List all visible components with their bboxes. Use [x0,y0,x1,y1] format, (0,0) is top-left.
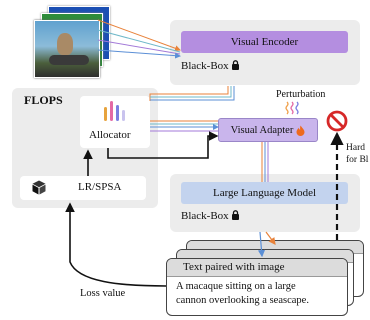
hard-note-line2: for Bl [346,155,369,165]
visual-adapter-box: Visual Adapter [218,118,318,142]
cube-icon [32,180,46,195]
prohibited-icon [326,110,348,132]
llm-to-text-arrows [257,231,276,258]
loss-value-label: Loss value [80,288,126,299]
allocator-to-adapter-arrow [107,131,219,159]
optimizer-label: LR/SPSA [78,181,122,193]
flops-title: FLOPS [24,93,63,107]
visual-encoder-panel: Visual Encoder Black-Box [170,20,360,85]
optimizer-box: LR/SPSA [20,176,146,200]
cannon-shape [49,55,89,65]
llm-title: Large Language Model [212,187,317,199]
text-card-body-line1: A macaque sitting on a large [176,281,296,292]
flame-icon [296,125,305,136]
macaque-shape [57,33,73,55]
encoder-blackbox-label: Black-Box [181,60,240,72]
perturbation-label: Perturbation [276,89,326,100]
visual-adapter-label: Visual Adapter [230,124,294,136]
text-card-front-head [167,259,347,277]
loss-value-arrow [65,202,167,287]
text-card-body-line2: cannon overlooking a seascape. [176,295,309,306]
image-front [34,20,100,78]
text-card-header: Text paired with image [183,261,285,273]
image-stack [34,6,114,78]
llm-blackbox-label: Black-Box [181,210,240,222]
hard-note-line1: Hard [346,143,365,153]
bar-chart-icon [104,101,125,121]
visual-encoder-bar: Visual Encoder [181,31,348,53]
image-to-encoder-arrows [97,19,181,59]
adapter-to-llm-arrows [261,142,269,182]
perturbation-waves-icon [285,101,299,115]
lock-icon [232,60,240,70]
text-card-front: Text paired with image A macaque sitting… [166,258,348,316]
visual-encoder-title: Visual Encoder [230,36,299,48]
allocator-box: Allocator [80,96,150,148]
lock-icon [232,210,240,220]
llm-panel: Large Language Model Black-Box [170,174,360,232]
allocator-label: Allocator [89,129,131,141]
llm-bar: Large Language Model [181,182,348,204]
encoder-to-adapter-arrows [149,86,235,132]
